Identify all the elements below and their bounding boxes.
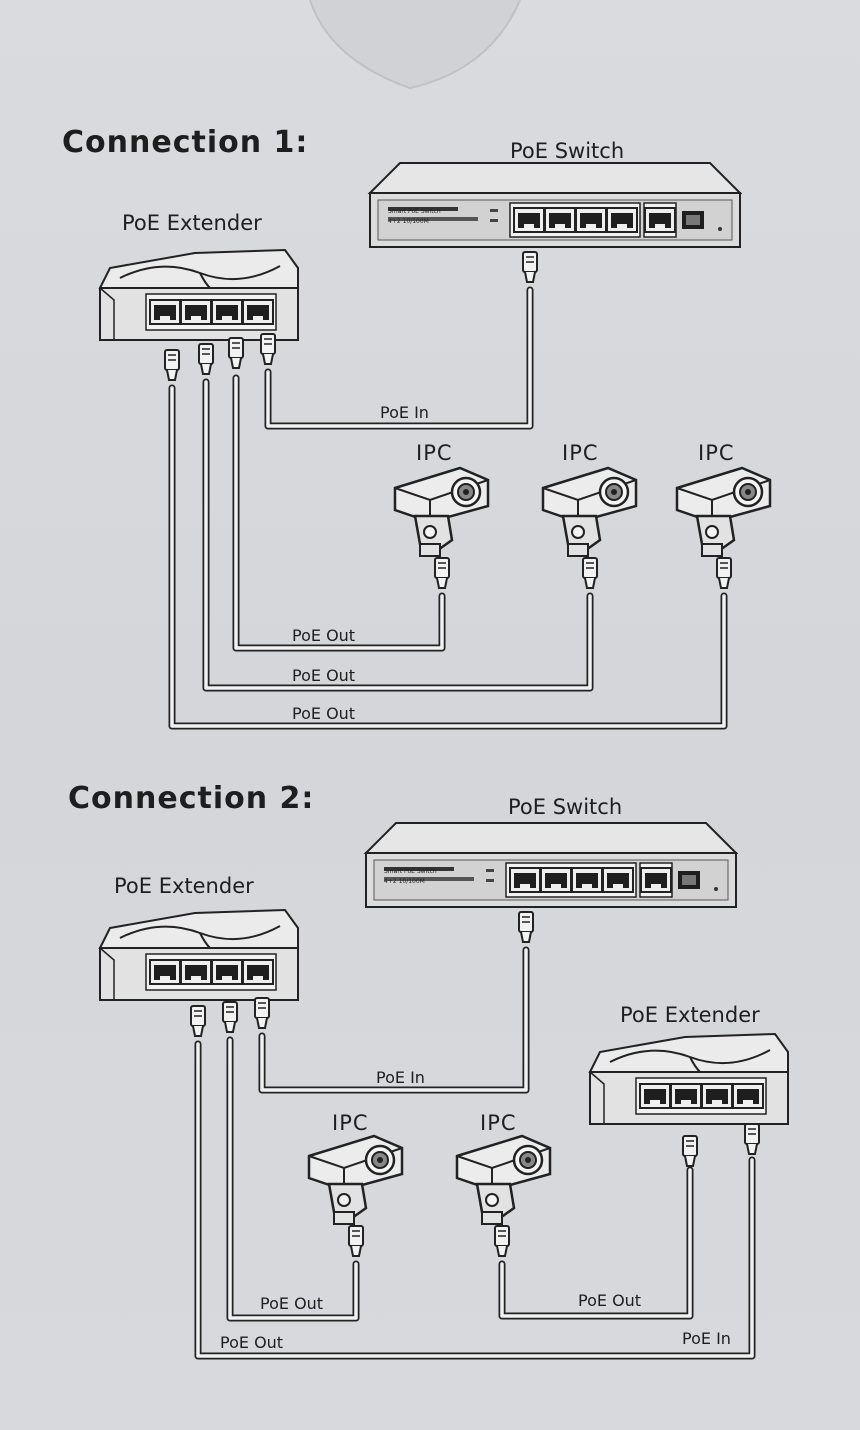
connection-1-cameras: IPC IPC IPC xyxy=(393,441,772,558)
connection-1-poe-out-label-2: PoE Out xyxy=(292,666,355,685)
connection-1-extender xyxy=(100,250,298,340)
camera-2-label: IPC xyxy=(562,441,599,465)
switch-panel-text-4: 4+2 10/100M xyxy=(384,878,425,885)
switch-panel-text-3: Smart PoE Switch xyxy=(384,868,437,875)
connection-2-poe-in-label: PoE In xyxy=(376,1068,425,1087)
camera-5-label: IPC xyxy=(480,1111,517,1135)
connection-2-switch: Smart PoE Switch 4+2 10/100M xyxy=(366,823,736,907)
connection-1-cables xyxy=(168,286,728,730)
connection-2-poe-out-label-2: PoE Out xyxy=(578,1291,641,1310)
connection-2-poe-out-label-1: PoE Out xyxy=(260,1294,323,1313)
connection-2-extender-2 xyxy=(590,1034,788,1124)
connection-1-poe-in-label: PoE In xyxy=(380,403,429,422)
connection-2-title: Connection 2: xyxy=(68,781,314,816)
connection-2-extender xyxy=(100,910,298,1000)
connection-1-title: Connection 1: xyxy=(62,125,308,160)
connection-1-poe-out-label-1: PoE Out xyxy=(292,626,355,645)
connection-2-cables xyxy=(194,946,756,1360)
camera-3-label: IPC xyxy=(698,441,735,465)
connection-1-switch-label: PoE Switch xyxy=(510,139,624,163)
connection-2-poe-out-label-3: PoE Out xyxy=(220,1333,283,1352)
connection-2-cameras: IPC IPC xyxy=(307,1111,552,1226)
connection-2-extender2-label: PoE Extender xyxy=(620,1003,760,1027)
connection-1-poe-out-label-3: PoE Out xyxy=(292,704,355,723)
top-cutout-shape xyxy=(309,0,521,90)
connection-1: Connection 1: PoE Extender PoE Switch Sm… xyxy=(62,125,772,730)
connection-2-poe-in-right-label: PoE In xyxy=(682,1329,731,1348)
camera-4-label: IPC xyxy=(332,1111,369,1135)
switch-panel-text-1: Smart PoE Switch xyxy=(388,208,441,215)
connection-2: Connection 2: PoE Extender PoE Switch Po… xyxy=(68,781,788,1360)
switch-panel-text-2: 4+2 10/100M xyxy=(388,218,429,225)
connection-1-switch: Smart PoE Switch 4+2 10/100M xyxy=(370,163,740,247)
connection-2-extender-label: PoE Extender xyxy=(114,874,254,898)
connection-1-extender-label: PoE Extender xyxy=(122,211,262,235)
camera-1-label: IPC xyxy=(416,441,453,465)
connection-2-switch-label: PoE Switch xyxy=(508,795,622,819)
